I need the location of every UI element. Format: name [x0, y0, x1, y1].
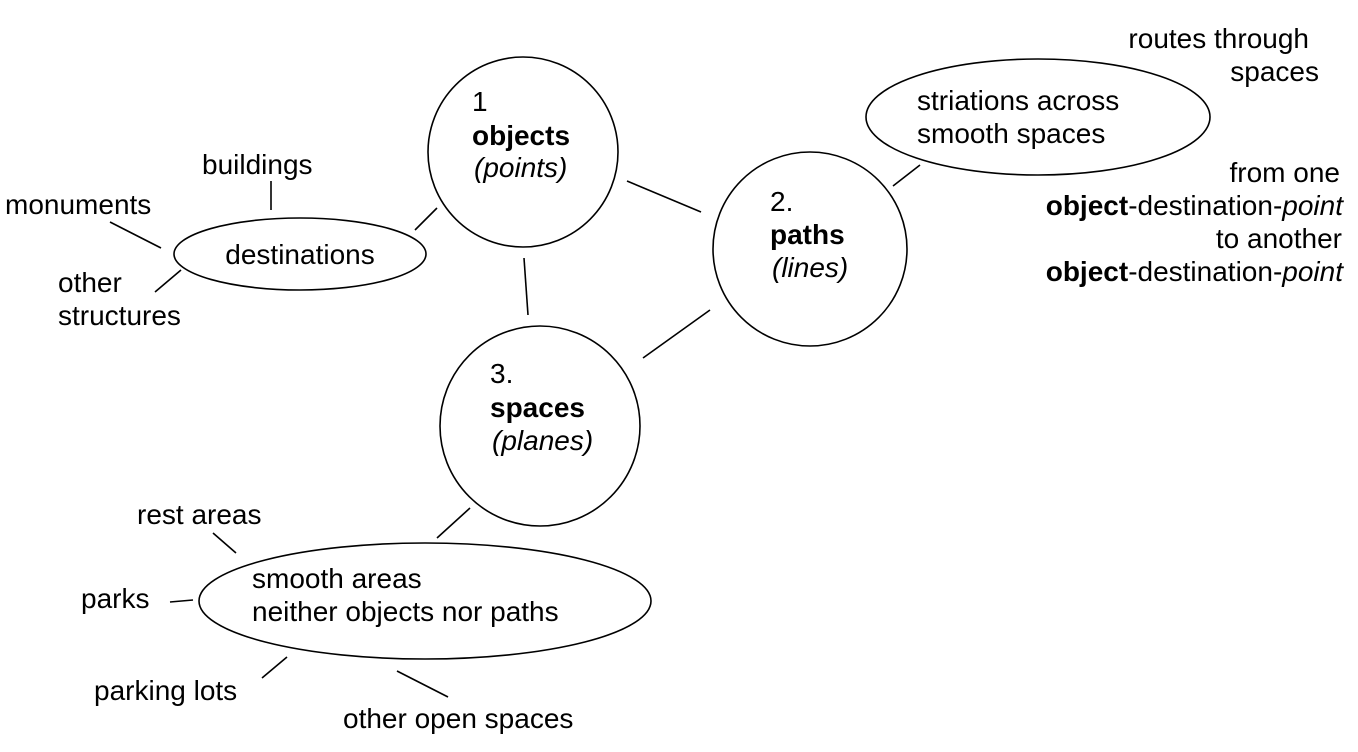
connector-spaces-paths — [642, 309, 711, 359]
parking-lots-label: parking lots — [94, 675, 237, 706]
objects-number: 1 — [472, 86, 488, 117]
buildings-label: buildings — [202, 149, 313, 180]
connector-other-structures — [154, 269, 182, 293]
connector-parks — [169, 599, 194, 603]
routes-line2: spaces — [1230, 56, 1319, 87]
od1-bold: object — [1046, 190, 1128, 221]
smooth-areas-line2: neither objects nor paths — [252, 596, 559, 627]
rest-areas-label: rest areas — [137, 499, 262, 530]
from-one-label: from one — [1230, 157, 1341, 188]
connector-parking-lots — [261, 656, 288, 679]
smooth-areas-line1: smooth areas — [252, 563, 422, 594]
od1-mid: -destination- — [1128, 190, 1282, 221]
od2-bold: object — [1046, 256, 1128, 287]
connector-monuments — [109, 221, 162, 249]
other-structures-line1: other — [58, 267, 122, 298]
object-destination-point-1: object-destination-point — [1046, 190, 1345, 221]
spaces-number: 3. — [490, 358, 513, 389]
paths-title: paths — [770, 219, 845, 250]
connector-destinations-objects — [414, 207, 438, 231]
destinations-ellipse — [173, 217, 427, 291]
objects-subtitle: (points) — [474, 152, 567, 183]
spaces-title: spaces — [490, 392, 585, 423]
spaces-circle — [439, 325, 641, 527]
to-another-label: to another — [1216, 223, 1342, 254]
connector-other-open-spaces — [396, 670, 449, 698]
striations-line1: striations across — [917, 85, 1119, 116]
objects-title: objects — [472, 120, 570, 151]
striations-ellipse — [865, 58, 1211, 176]
destinations-label: destinations — [225, 239, 374, 270]
connector-objects-paths — [626, 180, 702, 213]
monuments-label: monuments — [5, 189, 151, 220]
routes-line1: routes through — [1128, 23, 1309, 54]
od1-italic: point — [1281, 190, 1344, 221]
connector-spaces-smooth — [436, 507, 471, 539]
od2-italic: point — [1281, 256, 1344, 287]
connector-objects-spaces — [523, 257, 529, 316]
connector-rest-areas — [212, 532, 237, 554]
connector-paths-striations — [892, 164, 921, 187]
parks-label: parks — [81, 583, 149, 614]
objects-circle — [427, 56, 619, 248]
spaces-subtitle: (planes) — [492, 425, 593, 456]
paths-circle — [712, 151, 908, 347]
other-open-spaces-label: other open spaces — [343, 703, 573, 734]
paths-subtitle: (lines) — [772, 252, 848, 283]
paths-number: 2. — [770, 186, 793, 217]
striations-line2: smooth spaces — [917, 118, 1105, 149]
other-structures-line2: structures — [58, 300, 181, 331]
od2-mid: -destination- — [1128, 256, 1282, 287]
object-destination-point-2: object-destination-point — [1046, 256, 1345, 287]
smooth-areas-ellipse — [198, 542, 652, 660]
